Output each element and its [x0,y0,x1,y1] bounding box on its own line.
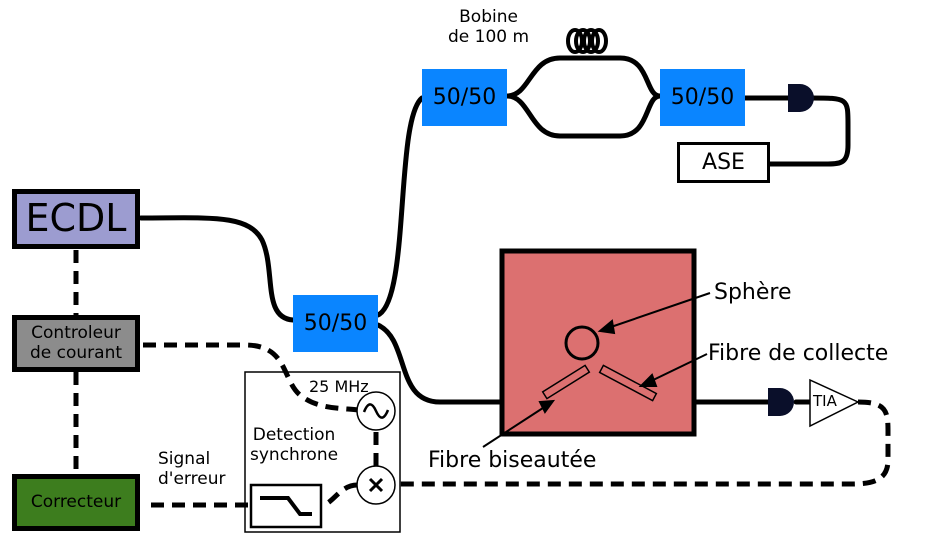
fiber-paths [138,55,851,405]
correcteur-box: Correcteur [12,474,140,531]
coupler-main-label: 50/50 [303,310,368,336]
signal-label: Signal d'erreur [158,449,226,489]
photodiode-icon-2 [768,388,794,416]
link-controller-to-oscillator [143,342,359,413]
coupler-upper-left-label: 50/50 [432,84,497,110]
fibre-biseautee-label: Fibre biseautée [428,448,597,473]
fiber-interferometer-bottom [504,93,663,139]
fibre-biseautee-shape [541,364,591,400]
detection-line2: synchrone [250,444,339,465]
fibre-collecte-shape [598,364,658,402]
coupler-upper-left: 50/50 [422,69,507,126]
fibre-collecte-label: Fibre de collecte [708,341,889,366]
tia-amplifier [809,378,860,428]
freq-label: 25 MHz [309,377,369,396]
fiber-coupler-to-chamber [375,322,550,405]
ecdl-box: ECDL [12,189,140,249]
signal-line2: d'erreur [158,468,226,489]
ase-label: ASE [702,149,745,175]
link-mixer-filter [321,482,358,508]
tia-label: TIA [813,392,837,410]
bobine-line1: Bobine [459,7,518,27]
coupler-upper-right: 50/50 [660,69,745,126]
detection-frame [244,371,401,533]
photodiode-icon [788,84,814,112]
correcteur-label: Correcteur [30,491,122,512]
fiber-diode-to-ase [767,95,851,167]
ase-box: ASE [677,142,770,183]
sine-wave-icon [356,391,396,431]
controller-label-line2: de courant [29,342,123,363]
controller-label-line1: Controleur [31,322,121,343]
bobine-label: Bobine de 100 m [448,7,530,47]
ecdl-label: ECDL [25,196,127,241]
detection-line1: Detection [252,425,336,445]
coupler-upper-right-label: 50/50 [670,84,735,110]
fiber-ecdl-to-coupler [138,215,296,323]
multiply-icon [356,465,396,505]
bobine-line2: de 100 m [448,26,530,47]
coupler-main: 50/50 [293,295,378,352]
fiber-coupler-to-upper [375,95,425,318]
low-pass-filter-icon [249,483,323,529]
sphere-icon [564,325,600,361]
signal-line1: Signal [158,449,211,469]
fiber-interferometer-top [504,55,663,99]
controller-box: Controleur de courant [12,315,140,372]
fiber-coil-icon [566,28,608,54]
detection-label: Detection synchrone [250,425,339,465]
annotation-arrows [482,292,711,448]
electrical-links [73,250,891,508]
sphere-label: Sphère [714,280,792,305]
